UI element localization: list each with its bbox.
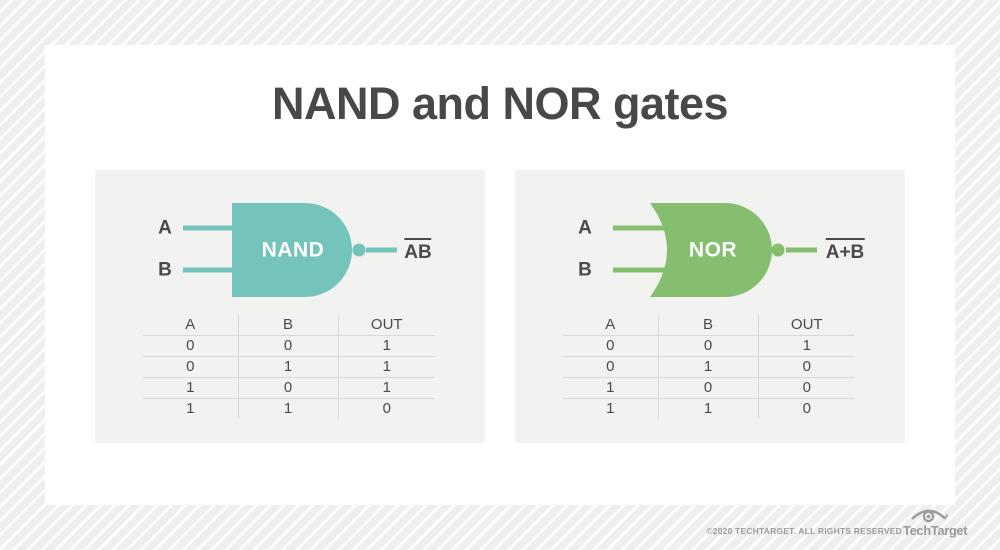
cell: 0 xyxy=(658,377,759,399)
nand-gate-body xyxy=(232,203,352,297)
nor-inverter-bubble xyxy=(771,243,785,257)
table-row: 1 0 1 xyxy=(143,377,435,399)
cell: 0 xyxy=(238,377,339,399)
table-row: 0 1 1 xyxy=(143,356,435,378)
cell: 1 xyxy=(338,377,435,399)
nand-input-a-label: A xyxy=(158,217,172,239)
copyright-text: ©2020 TECHTARGET. ALL RIGHTS RESERVED xyxy=(706,526,902,536)
nand-gate-diagram xyxy=(183,203,397,297)
nor-input-a-label: A xyxy=(578,217,592,239)
eye-target-icon xyxy=(911,509,948,523)
cell: 1 xyxy=(658,356,759,378)
cell: 1 xyxy=(802,337,811,354)
cell: 1 xyxy=(338,356,435,378)
col-header-b: B xyxy=(238,315,339,336)
cell: 1 xyxy=(382,337,391,354)
nor-gate-diagram xyxy=(613,203,817,297)
col-header-a: A xyxy=(563,315,659,336)
table-header-row: A B OUT xyxy=(563,315,855,336)
table-row: 0 1 0 xyxy=(563,356,855,378)
cell: 1 xyxy=(143,398,239,419)
cell: 1 xyxy=(658,398,759,419)
table-row: 1 0 0 xyxy=(563,377,855,399)
cell: 1 xyxy=(238,398,339,419)
col-header-out: OUT xyxy=(758,315,855,336)
nor-gate-label: NOR xyxy=(688,238,738,262)
cell: 1 xyxy=(143,377,239,399)
cell: 1 xyxy=(238,356,339,378)
cell: 0 xyxy=(238,335,339,357)
cell: 0 xyxy=(338,398,435,419)
cell: 1 xyxy=(563,377,659,399)
techtarget-logo: TechTarget xyxy=(903,505,968,539)
cell: 0 xyxy=(658,335,759,357)
cell: 1 xyxy=(563,398,659,419)
nor-truth-table: A B OUT 0 0 1 0 1 0 1 0 xyxy=(563,315,855,419)
nand-gate-figure: A B NAND AB xyxy=(95,170,485,315)
table-row: 1 1 0 xyxy=(563,398,855,419)
nand-panel: A B NAND AB A B OUT 0 0 1 0 xyxy=(95,170,485,443)
nor-input-b-label: B xyxy=(578,259,592,281)
cell: 0 xyxy=(758,398,855,419)
nor-gate-figure: A B NOR A+B xyxy=(515,170,905,315)
nor-panel: A B NOR A+B A B OUT 0 0 1 0 xyxy=(515,170,905,443)
table-row: 1 1 0 xyxy=(143,398,435,419)
nor-output-label: A+B xyxy=(825,238,865,262)
nand-truth-table: A B OUT 0 0 1 0 1 1 1 0 xyxy=(143,315,435,419)
table-row: 0 0 1 xyxy=(563,335,855,357)
cell: 0 xyxy=(563,356,659,378)
col-header-b: B xyxy=(658,315,759,336)
col-header-a: A xyxy=(143,315,239,336)
table-header-row: A B OUT xyxy=(143,315,435,336)
nor-gate-body xyxy=(650,203,772,297)
col-header-out: OUT xyxy=(338,315,435,336)
brand-wordmark: TechTarget xyxy=(903,523,968,538)
cell: 0 xyxy=(563,335,659,357)
table-row: 0 0 1 xyxy=(143,335,435,357)
nand-input-b-label: B xyxy=(158,259,172,281)
cell: 0 xyxy=(143,335,239,357)
cell: 0 xyxy=(758,356,855,378)
nand-gate-label: NAND xyxy=(261,238,325,262)
infographic-card: NAND and NOR gates A B NAND AB A B OUT xyxy=(45,45,955,505)
nand-inverter-bubble xyxy=(352,243,366,257)
page-title: NAND and NOR gates xyxy=(271,78,729,129)
cell: 0 xyxy=(758,377,855,399)
nand-output-label: AB xyxy=(404,238,432,262)
cell: 0 xyxy=(143,356,239,378)
